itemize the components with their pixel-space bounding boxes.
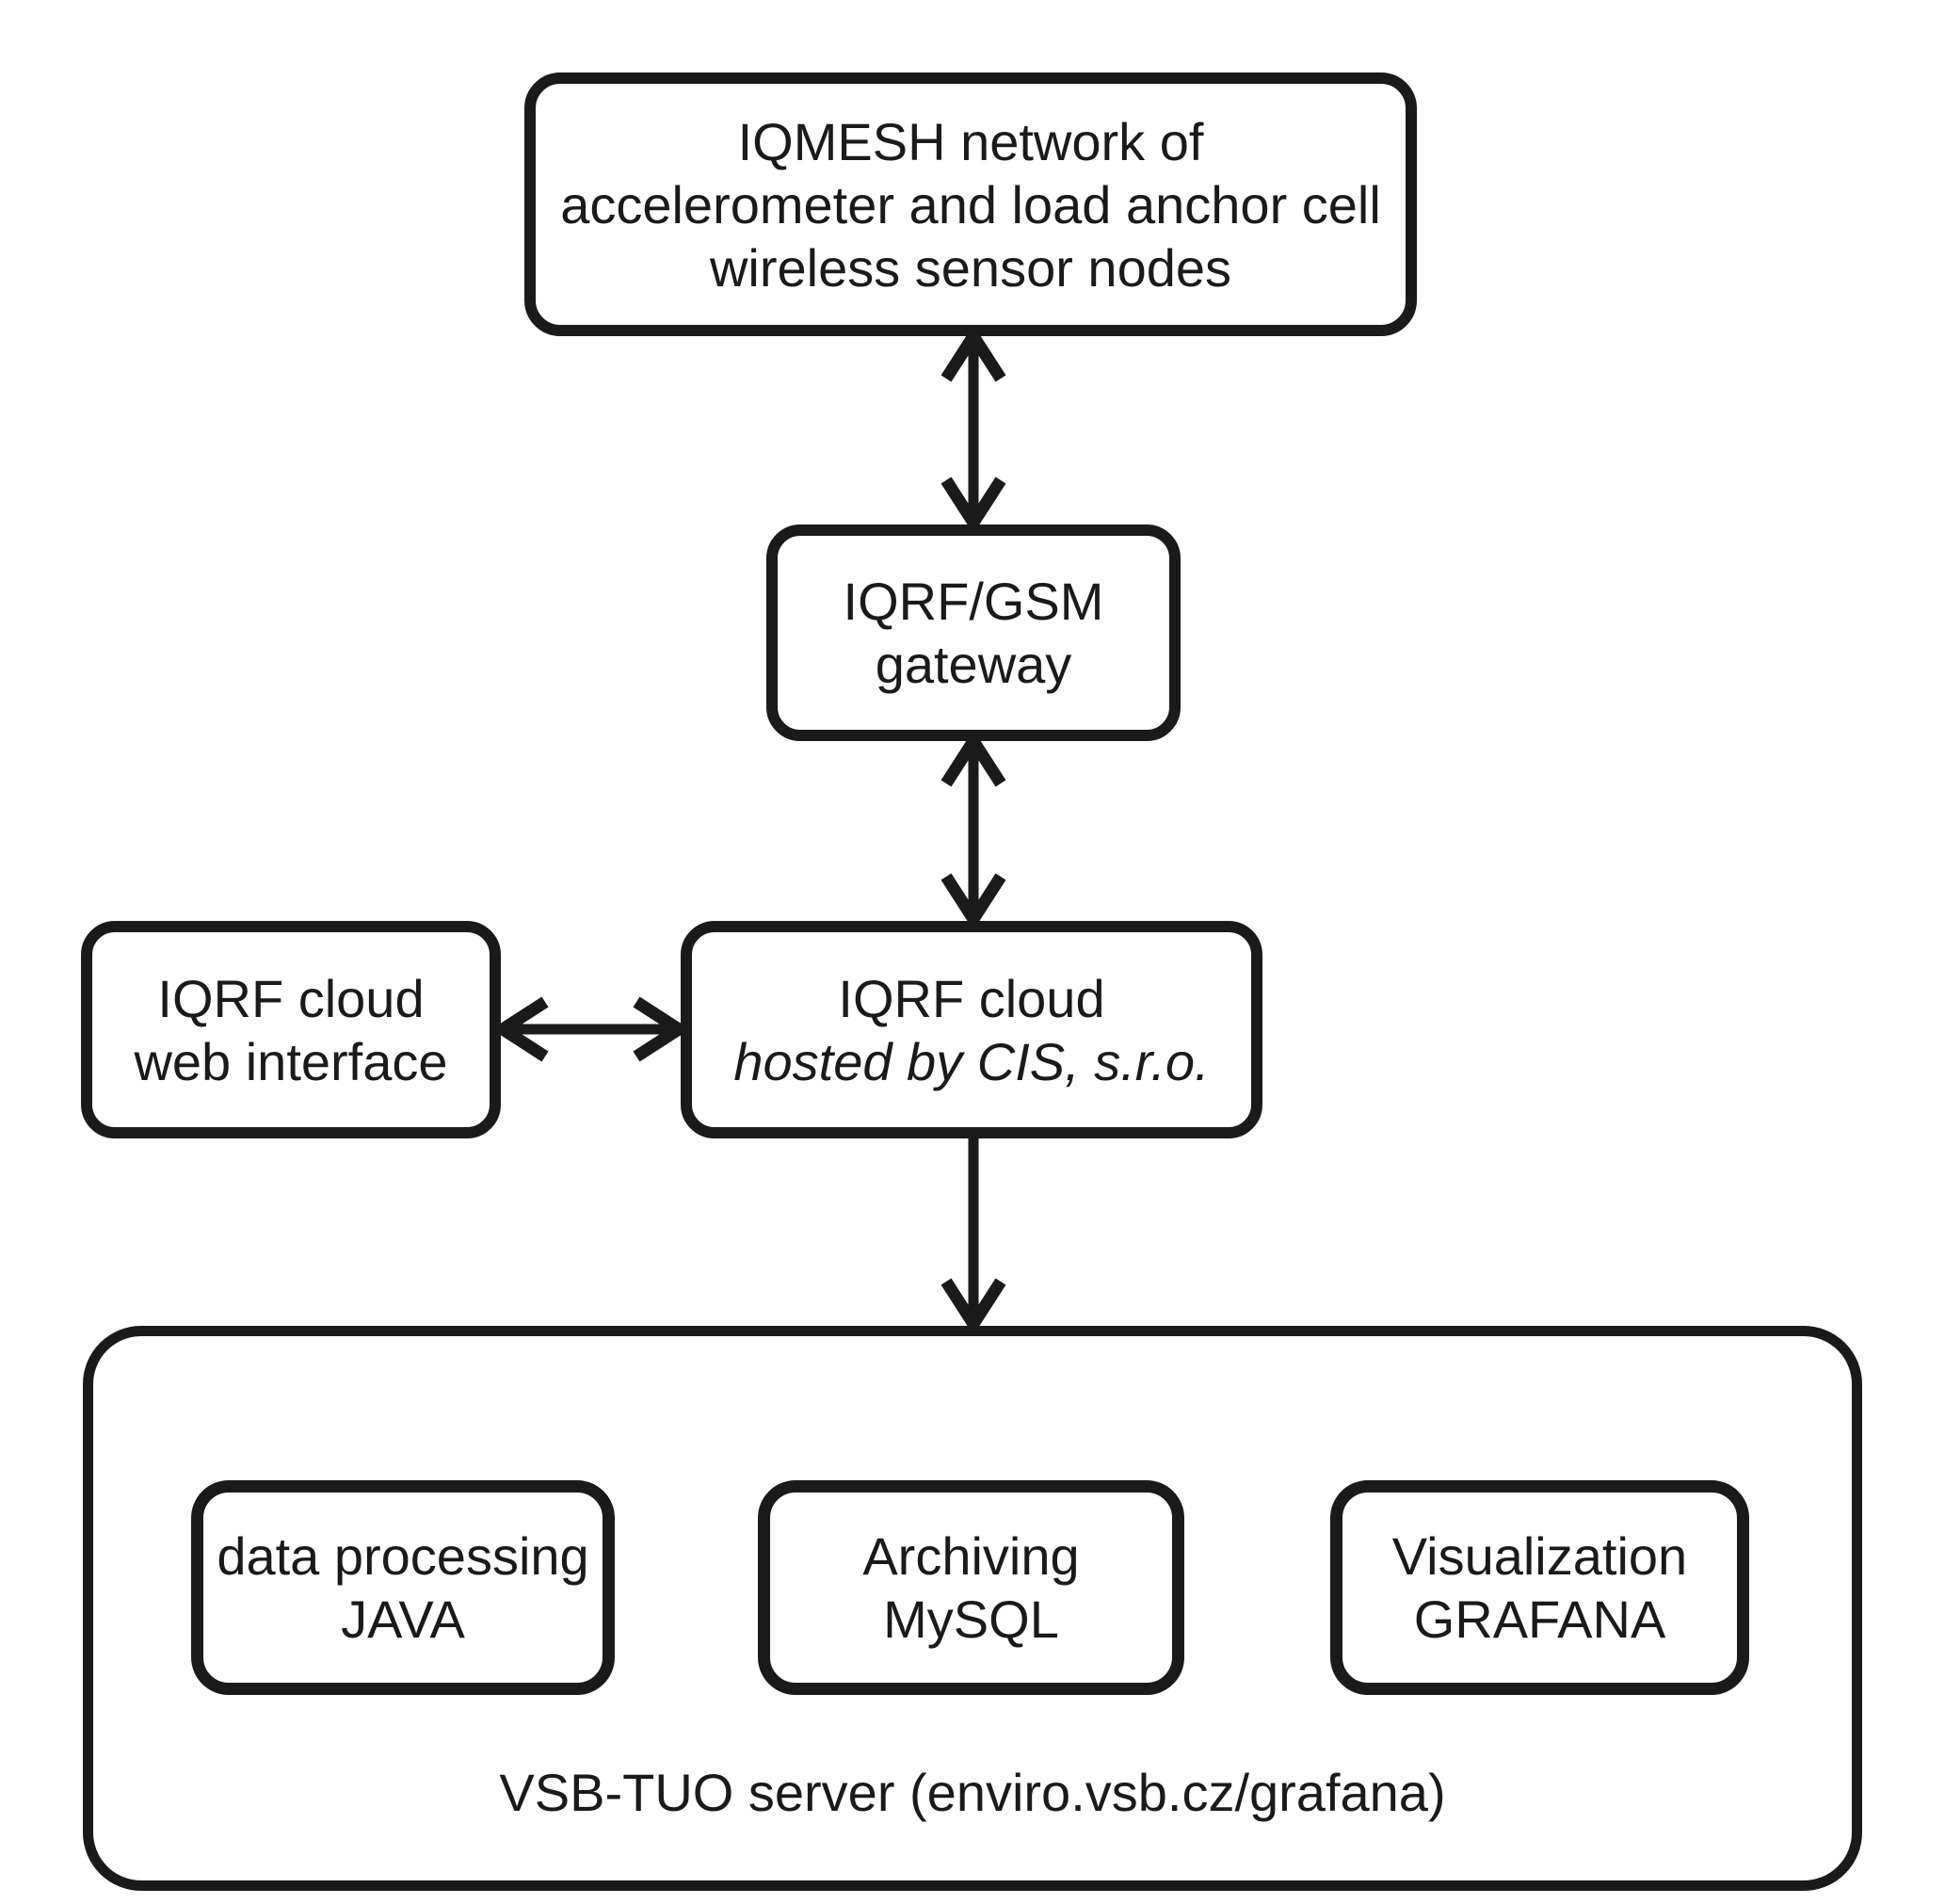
webui-label-line2: web interface bbox=[134, 1031, 448, 1091]
iqmesh-label-line3: wireless sensor nodes bbox=[709, 237, 1232, 298]
arrow-webui-cloud bbox=[491, 996, 690, 1062]
iqmesh-label-line1: IQMESH network of bbox=[737, 111, 1204, 171]
mysql-label-line1: Archiving bbox=[862, 1526, 1080, 1586]
cloud-label-subtitle: hosted by CIS, s.r.o. bbox=[733, 1031, 1210, 1091]
grafana-label-line2: GRAFANA bbox=[1413, 1589, 1666, 1649]
arrow-iqmesh-gateway bbox=[940, 325, 1006, 534]
mysql-label-line2: MySQL bbox=[883, 1589, 1059, 1649]
iqmesh-label-line2: accelerometer and load anchor cell bbox=[560, 174, 1381, 234]
node-iqmesh-sensor-network: IQMESH network of accelerometer and load… bbox=[524, 73, 1417, 336]
node-archiving-mysql: Archiving MySQL bbox=[758, 1480, 1184, 1695]
java-label-line2: JAVA bbox=[341, 1589, 465, 1649]
node-visualization-grafana: Visualization GRAFANA bbox=[1330, 1480, 1749, 1695]
node-iqrf-gsm-gateway: IQRF/GSM gateway bbox=[766, 524, 1181, 741]
grafana-label-line1: Visualization bbox=[1391, 1526, 1688, 1586]
java-label-line1: data processing bbox=[217, 1526, 589, 1586]
node-iqrf-cloud-web-interface: IQRF cloud web interface bbox=[81, 921, 501, 1138]
cloud-label-title: IQRF cloud bbox=[838, 968, 1105, 1028]
gateway-label-line1: IQRF/GSM bbox=[843, 572, 1104, 631]
arrow-cloud-server bbox=[940, 1138, 1006, 1335]
webui-label-line1: IQRF cloud bbox=[157, 968, 425, 1028]
server-caption: VSB-TUO server (enviro.vsb.cz/grafana) bbox=[499, 1763, 1446, 1822]
arrow-gateway-cloud bbox=[940, 730, 1006, 930]
node-data-processing-java: data processing JAVA bbox=[191, 1480, 615, 1695]
gateway-label-line2: gateway bbox=[875, 635, 1072, 694]
node-iqrf-cloud: IQRF cloud hosted by CIS, s.r.o. bbox=[681, 921, 1262, 1138]
